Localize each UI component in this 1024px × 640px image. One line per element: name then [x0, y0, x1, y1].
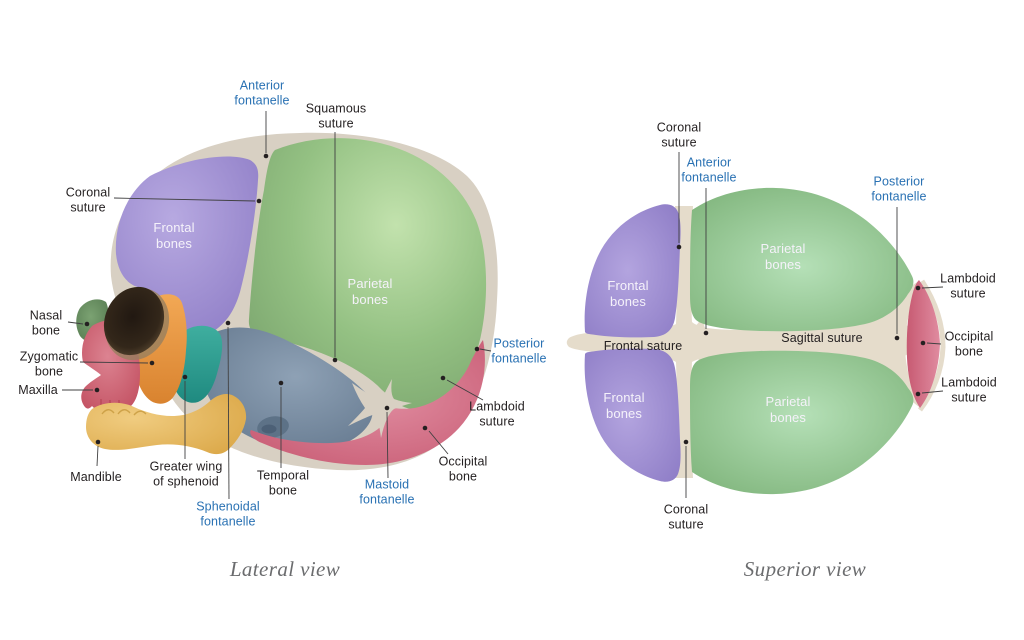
label-lambdoid-suture-lateral: Lambdoid suture	[469, 399, 525, 429]
label-lambdoid-suture-superior-lower: Lambdoid suture	[941, 375, 997, 405]
dot-sphenoidal-fontanelle	[225, 320, 231, 326]
dot-lambdoid-suture-superior-lower	[915, 391, 921, 397]
dot-squamous-suture	[332, 357, 338, 363]
dot-anterior-fontanelle-lateral	[263, 153, 269, 159]
dot-posterior-fontanelle-superior	[894, 335, 900, 341]
mandible-ridge-lines	[101, 409, 147, 416]
leader-dots	[84, 153, 926, 445]
label-posterior-fontanelle-superior: Posterior fontanelle	[871, 174, 927, 204]
label-lambdoid-suture-superior-upper: Lambdoid suture	[940, 271, 996, 301]
label-coronal-suture-superior-bottom: Coronal suture	[663, 502, 709, 532]
leader-lambdoid-suture-lateral	[446, 379, 484, 401]
dot-coronal-suture-lateral	[256, 198, 262, 204]
leader-sphenoidal-fontanelle	[227, 326, 230, 500]
dot-coronal-suture-superior-top	[676, 244, 682, 250]
label-sagittal-suture: Sagittal suture	[781, 330, 863, 345]
dot-greater-wing	[182, 374, 188, 380]
leader-nasal-bone	[67, 321, 84, 325]
frontal-bone-lower-shape	[584, 348, 681, 482]
label-parietal-bones-superior-upper: Parietal bones	[760, 241, 806, 272]
label-coronal-suture-superior-top: Coronal suture	[656, 120, 702, 150]
leader-posterior-fontanelle-lateral	[479, 348, 492, 352]
dot-nasal-bone	[84, 321, 90, 327]
leader-lambdoid-suture-superior-upper	[921, 286, 944, 289]
anterior-fontanelle-shape	[676, 315, 716, 367]
dot-lambdoid-suture-lateral	[440, 375, 446, 381]
label-frontal-sature: Frontal sature	[603, 338, 683, 353]
orbit-shape	[103, 286, 165, 356]
leader-mastoid-fontanelle	[386, 411, 389, 479]
dot-anterior-fontanelle-superior	[703, 330, 709, 336]
label-zygomatic-bone: Zygomatic bone	[19, 349, 79, 379]
ear-canal-inner-shape	[261, 424, 277, 434]
occipital-bone-shape	[250, 340, 485, 465]
parietal-bone-upper-shape	[690, 187, 914, 332]
label-occipital-bone-superior: Occipital bone	[944, 329, 994, 359]
dot-posterior-fontanelle-lateral	[474, 346, 480, 352]
parietal-bone-lower-shape	[690, 350, 914, 495]
frontal-bone-upper-shape	[584, 204, 681, 338]
dot-zygomatic-bone	[149, 360, 155, 366]
label-sphenoidal-fontanelle: Sphenoidal fontanelle	[196, 499, 260, 529]
label-mastoid-fontanelle: Mastoid fontanelle	[359, 477, 415, 507]
label-occipital-bone-lateral: Occipital bone	[438, 454, 488, 484]
parietal-bone-shape	[248, 138, 487, 410]
leader-coronal-suture-lateral	[113, 197, 256, 202]
title-lateral-view: Lateral view	[229, 556, 341, 581]
label-temporal-bone: Temporal bone	[256, 468, 310, 498]
leader-lambdoid-suture-superior-lower	[921, 390, 944, 394]
label-posterior-fontanelle-lateral: Posterior fontanelle	[491, 336, 547, 366]
leader-lines	[62, 111, 944, 500]
label-parietal-bones-superior-lower: Parietal bones	[765, 394, 811, 425]
title-superior-view: Superior view	[743, 556, 867, 581]
label-frontal-bones-superior-lower: Frontal bones	[603, 390, 645, 421]
dot-mastoid-fontanelle	[384, 405, 390, 411]
mastoid-fontanelle-shape	[348, 379, 412, 438]
dot-temporal-bone	[278, 380, 284, 386]
dot-lambdoid-suture-superior-upper	[915, 285, 921, 291]
leader-occipital-bone-lateral	[428, 430, 449, 455]
label-greater-wing-of-sphenoid: Greater wing of sphenoid	[149, 459, 223, 489]
dot-coronal-suture-superior-bottom	[683, 439, 689, 445]
label-parietal-bones-lateral: Parietal bones	[347, 276, 393, 307]
label-mandible: Mandible	[70, 469, 122, 484]
label-anterior-fontanelle-lateral: Anterior fontanelle	[234, 78, 290, 108]
label-nasal-bone: Nasal bone	[29, 308, 63, 338]
occipital-rim-cartilage	[918, 279, 946, 412]
label-frontal-bones-lateral: Frontal bones	[153, 220, 195, 251]
label-frontal-bones-superior-upper: Frontal bones	[607, 278, 649, 309]
label-squamous-suture: Squamous suture	[305, 101, 367, 131]
dot-mandible	[95, 439, 101, 445]
superior-view-skull	[566, 187, 946, 495]
leader-occipital-bone-superior	[926, 342, 942, 345]
dot-occipital-bone-superior	[920, 340, 926, 346]
label-coronal-suture-lateral: Coronal suture	[65, 185, 111, 215]
dot-occipital-bone-lateral	[422, 425, 428, 431]
suture-system-cartilage	[566, 206, 919, 478]
label-maxilla: Maxilla	[18, 382, 58, 397]
mandible-shape	[86, 393, 247, 455]
label-anterior-fontanelle-superior: Anterior fontanelle	[681, 155, 737, 185]
leader-mandible	[96, 445, 99, 467]
lateral-view-skull	[76, 132, 498, 471]
leader-zygomatic-bone	[79, 361, 149, 364]
dot-maxilla	[94, 387, 100, 393]
